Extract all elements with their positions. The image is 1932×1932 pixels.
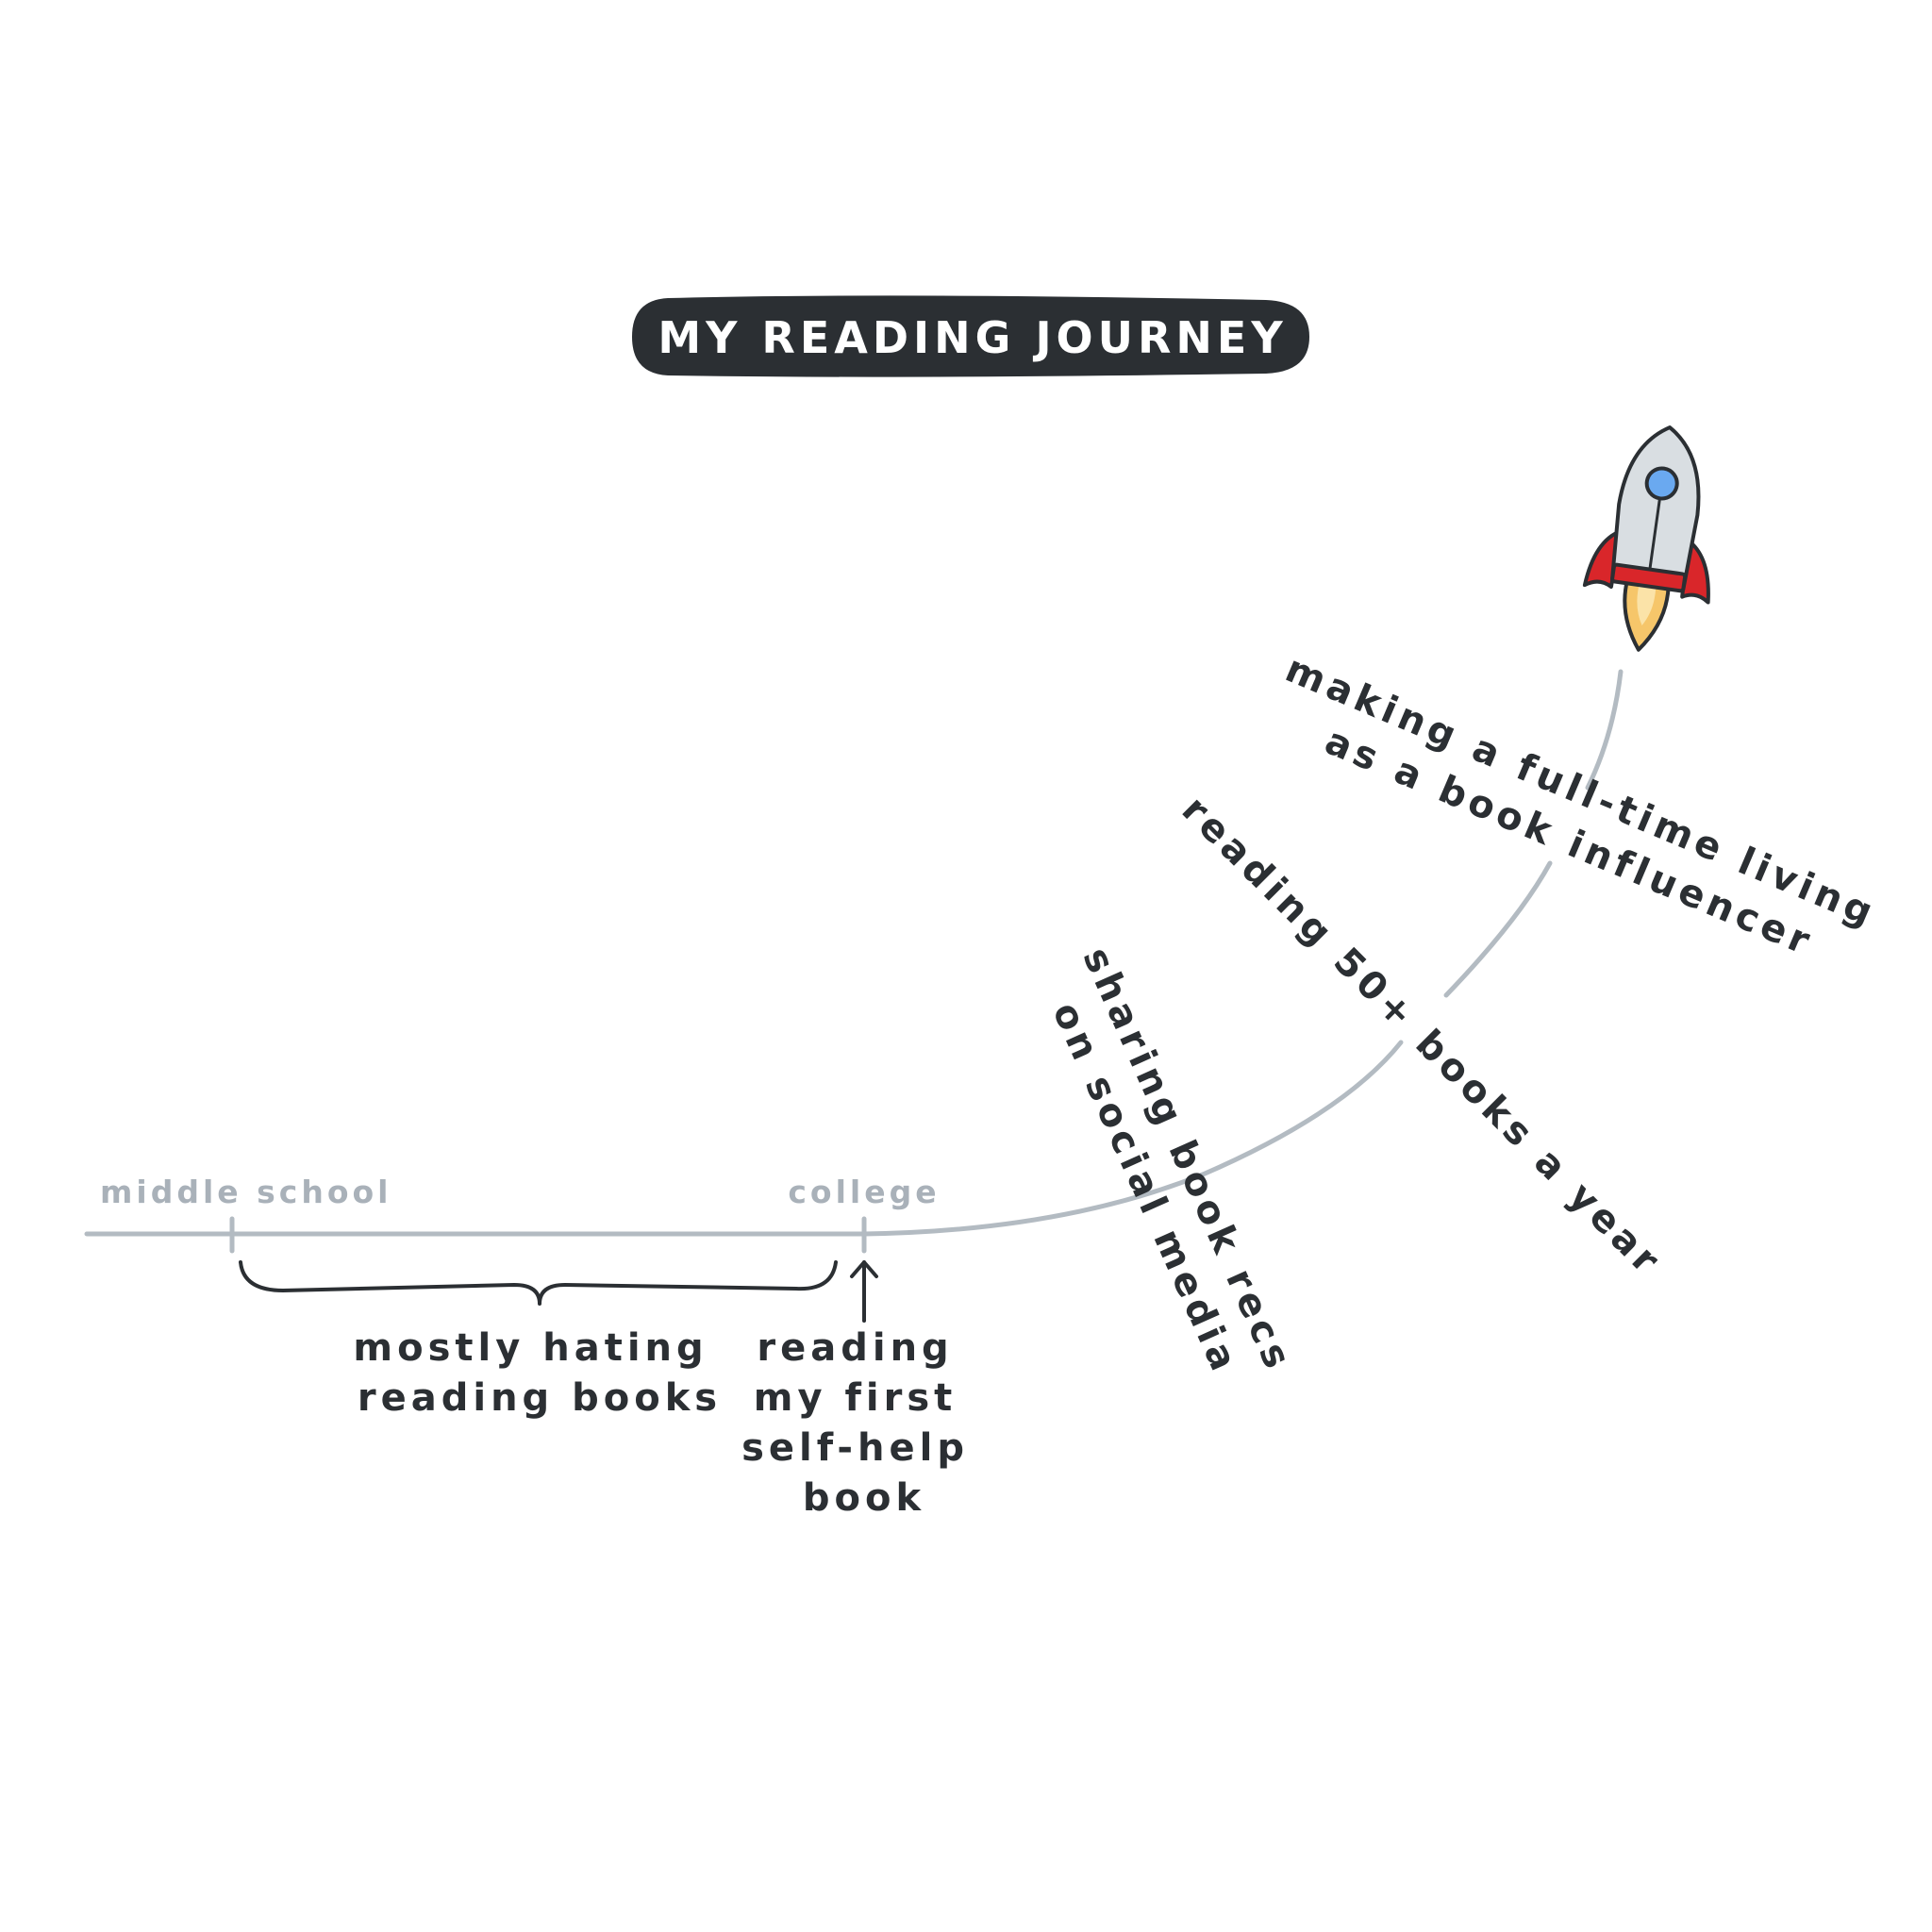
note-sharing: sharing book recs on social media: [1028, 941, 1307, 1416]
page-title: MY READING JOURNEY: [658, 312, 1287, 363]
up-arrow-icon: [850, 1260, 878, 1323]
rocket-window: [1644, 466, 1679, 501]
curly-brace: [239, 1260, 838, 1306]
middle-school-label: middle school: [100, 1174, 391, 1210]
timeline-line: [84, 1172, 1206, 1237]
title-badge: MY READING JOURNEY: [632, 295, 1309, 377]
timeline-curve-upper: [1443, 860, 1553, 998]
title-badge-background: [632, 295, 1309, 377]
timeline-curve-top: [1585, 669, 1624, 791]
rocket-icon: [1582, 425, 1710, 652]
timeline-curve-mid: [1200, 1040, 1404, 1177]
note-hating: mostly hating reading books: [353, 1326, 725, 1420]
note-first-self-help: reading my first self-help book: [741, 1326, 987, 1520]
college-label: college: [788, 1174, 940, 1210]
